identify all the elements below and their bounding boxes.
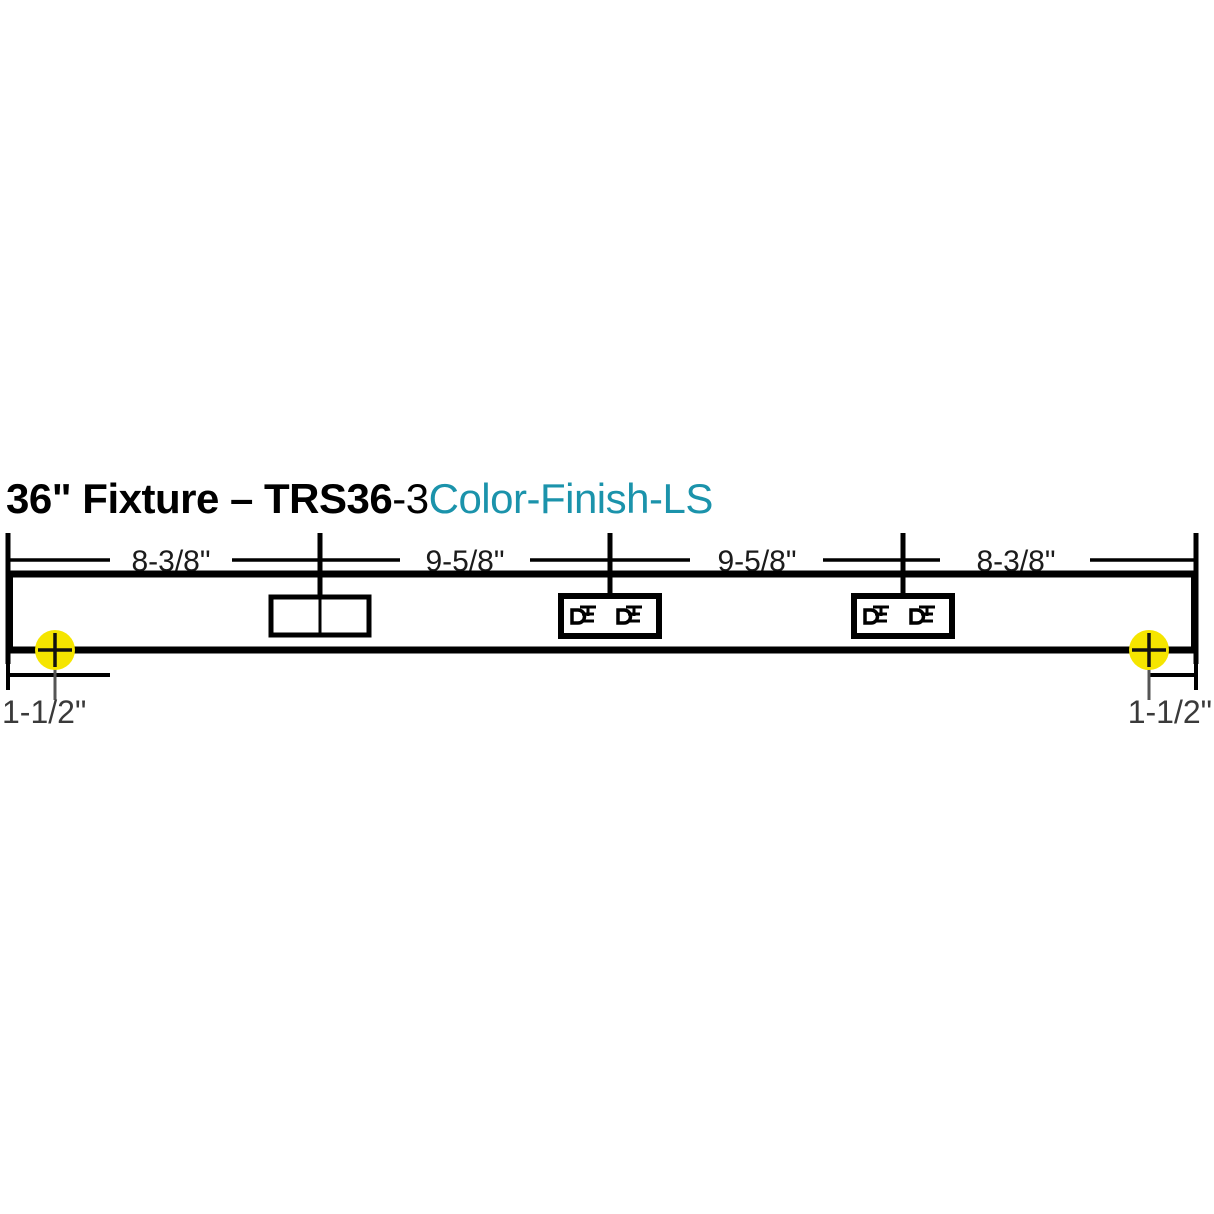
receptacle-2-outline bbox=[851, 593, 955, 639]
receptacle-2-outlet-left bbox=[863, 605, 889, 625]
end-dimension-label-right: 1-1/2" bbox=[1128, 694, 1212, 730]
receptacle-1[interactable] bbox=[558, 593, 662, 639]
page-title: 36" Fixture – TRS36-3Color-Finish-LS bbox=[6, 478, 713, 520]
receptacle-2[interactable] bbox=[851, 593, 955, 639]
end-dimension-left: 1-1/2" bbox=[2, 636, 110, 730]
receptacle-1-outlet-right bbox=[616, 605, 642, 625]
end-dimension-right: 1-1/2" bbox=[1128, 636, 1212, 730]
mount-point-left[interactable] bbox=[35, 630, 75, 670]
title-model-bold: 36" Fixture – TRS36 bbox=[6, 475, 393, 522]
fixture-body bbox=[7, 570, 1197, 654]
title-options-accent: Color-Finish-LS bbox=[428, 475, 714, 522]
receptacle-1-outline bbox=[558, 593, 662, 639]
receptacle-1-outlet-left bbox=[570, 605, 596, 625]
junction-box[interactable] bbox=[268, 594, 372, 638]
receptacle-2-outlet-right bbox=[909, 605, 935, 625]
end-dimension-label-left: 1-1/2" bbox=[2, 694, 86, 730]
title-model-suffix: -3 bbox=[392, 475, 429, 522]
mount-point-right[interactable] bbox=[1129, 630, 1169, 670]
